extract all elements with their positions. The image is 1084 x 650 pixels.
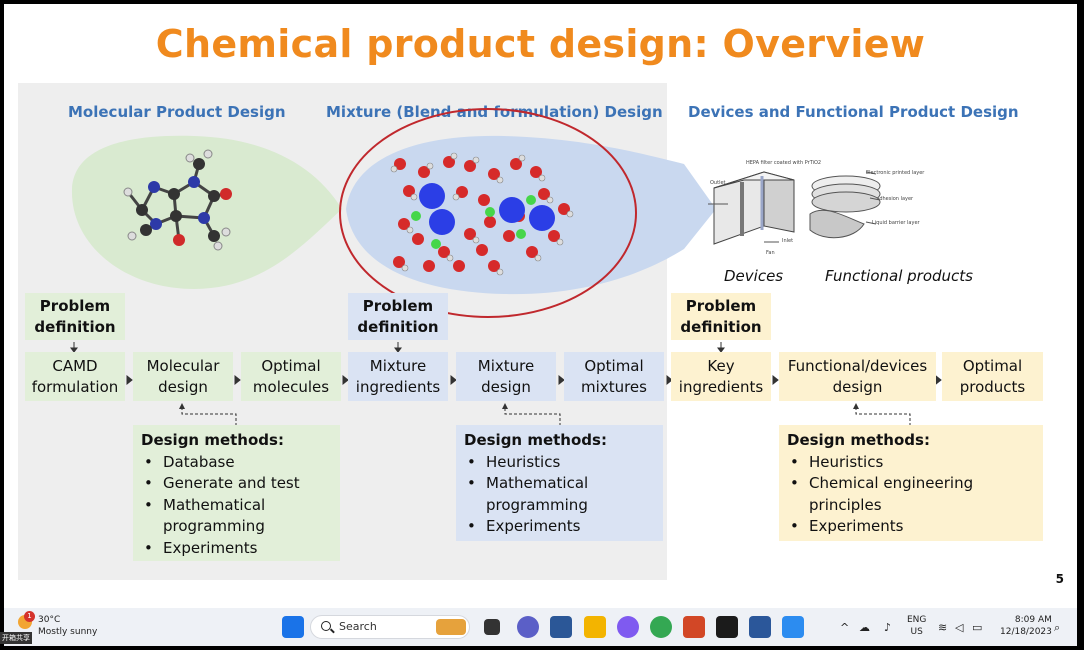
device-label-outlet: Outlet — [710, 180, 726, 186]
weather-text: 30°C Mostly sunny — [38, 614, 97, 638]
file-explorer-icon[interactable] — [584, 616, 606, 638]
acrobat-icon[interactable] — [716, 616, 738, 638]
design-methods-devices: Design methods: Heuristics Chemical engi… — [779, 425, 1043, 541]
flow-optimal-molecules: Optimal molecules — [241, 352, 341, 401]
windows-start-icon[interactable] — [282, 616, 304, 638]
corner-share-tag: 开箱共享 — [0, 632, 32, 644]
flow-mixture-design: Mixture design — [456, 352, 556, 401]
word-icon[interactable] — [749, 616, 771, 638]
problem-definition-molecular: Problem definition — [25, 293, 125, 340]
notification-center-icon[interactable]: ⌕ — [1054, 621, 1061, 634]
design-methods-mixture: Design methods: Heuristics Mathematical … — [456, 425, 663, 541]
flow-mixture-ingredients: Mixture ingredients — [348, 352, 448, 401]
functional-products-caption: Functional products — [825, 267, 973, 285]
method-item: Mathematical programming — [141, 495, 332, 538]
store-icon[interactable] — [550, 616, 572, 638]
design-methods-heading: Design methods: — [464, 431, 607, 449]
chat-icon[interactable] — [517, 616, 539, 638]
widgets-icon[interactable] — [436, 619, 466, 635]
flow-optimal-products: Optimal products — [942, 352, 1043, 401]
mixture-molecules-icon — [390, 152, 574, 276]
method-item: Heuristics — [787, 452, 1035, 474]
clock-time: 8:09 AM — [1014, 615, 1052, 625]
device-figure-labels: Outlet HEPA filter coated with PrTiO2 In… — [710, 160, 925, 256]
feedback-arrowheads — [179, 403, 859, 409]
presentation-slide: Chemical product design: Overview Molecu… — [4, 4, 1077, 608]
method-item: Experiments — [141, 538, 332, 560]
cloud-icon[interactable]: ☁ — [859, 621, 870, 634]
method-item: Heuristics — [464, 452, 655, 474]
feedback-arrows — [181, 408, 911, 426]
windows-taskbar: 1 30°C Mostly sunny Search ^ ☁ ♪ ENG US ≋… — [4, 608, 1077, 646]
problem-definition-mixture: Problem definition — [348, 293, 448, 340]
notification-badge: 1 — [24, 611, 35, 622]
section-heading-molecular: Molecular Product Design — [68, 103, 286, 121]
clock[interactable]: 8:09 AM 12/18/2023 — [1000, 614, 1052, 638]
whiteboard-icon[interactable] — [782, 616, 804, 638]
method-item: Experiments — [464, 516, 655, 538]
air-purifier-device-icon — [708, 171, 795, 245]
slide-title: Chemical product design: Overview — [155, 22, 926, 66]
functional-product-icon — [809, 171, 881, 239]
chrome-icon[interactable] — [650, 616, 672, 638]
design-methods-heading: Design methods: — [787, 431, 930, 449]
method-item: Chemical engineering principles — [787, 473, 1035, 516]
task-view-icon[interactable] — [484, 619, 500, 635]
battery-icon[interactable]: ▭ — [972, 621, 983, 634]
device-label-inlet: Inlet — [782, 238, 793, 244]
functional-label-printed: Electronic printed layer — [866, 170, 925, 176]
functional-label-barrier: Liquid barrier layer — [872, 220, 921, 226]
functional-label-adhesion: Adhesion layer — [876, 196, 914, 202]
method-item: Experiments — [787, 516, 1035, 538]
device-label-fan: Fan — [766, 250, 775, 256]
language-code: ENG — [907, 615, 927, 625]
illustration-layer: Outlet HEPA filter coated with PrTiO2 In… — [70, 108, 942, 426]
region-code: US — [910, 627, 923, 637]
powerpoint-icon[interactable] — [683, 616, 705, 638]
wifi-icon[interactable]: ≋ — [938, 621, 948, 634]
chevron-up-icon[interactable]: ^ — [840, 621, 850, 634]
annotation-circle — [339, 108, 637, 318]
design-methods-heading: Design methods: — [141, 431, 284, 449]
section-heading-mixture: Mixture (Blend and formulation) Design — [326, 103, 663, 121]
flow-molecular-design: Molecular design — [133, 352, 233, 401]
problem-definition-devices: Problem definition — [671, 293, 771, 340]
copilot-icon[interactable] — [617, 616, 639, 638]
caffeine-molecule-icon — [123, 149, 232, 251]
search-placeholder: Search — [339, 620, 377, 633]
slide-page-number: 5 — [1055, 572, 1064, 586]
clock-date: 12/18/2023 — [1000, 627, 1052, 637]
flow-camd-formulation: CAMD formulation — [25, 352, 125, 401]
weather-temp: 30°C — [38, 615, 61, 625]
device-label-hepa: HEPA filter coated with PrTiO2 — [746, 160, 821, 166]
weather-condition: Mostly sunny — [38, 627, 98, 637]
design-methods-molecular: Design methods: Database Generate and te… — [133, 425, 340, 561]
flow-arrows — [70, 342, 942, 386]
devices-caption: Devices — [724, 267, 784, 285]
method-item: Generate and test — [141, 473, 332, 495]
section-heading-devices: Devices and Functional Product Design — [688, 103, 1019, 121]
flow-key-ingredients: Key ingredients — [671, 352, 771, 401]
language-indicator[interactable]: ENG US — [907, 614, 926, 638]
method-item: Mathematical programming — [464, 473, 655, 516]
search-icon — [321, 621, 331, 631]
flow-optimal-mixtures: Optimal mixtures — [564, 352, 664, 401]
microphone-icon[interactable]: ♪ — [884, 621, 892, 634]
method-item: Database — [141, 452, 332, 474]
flow-functional-devices-design: Functional/devices design — [779, 352, 936, 401]
volume-icon[interactable]: ◁ — [955, 621, 964, 634]
